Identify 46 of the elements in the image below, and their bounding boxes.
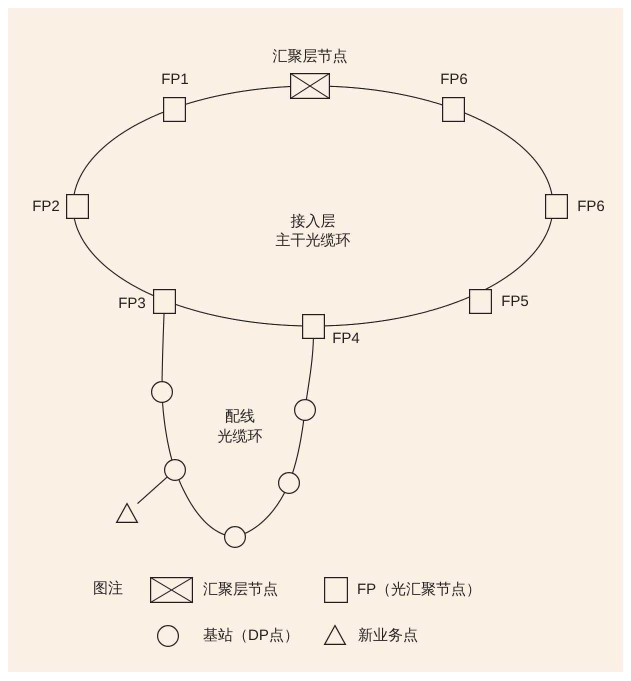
cable-line (324, 296, 470, 326)
cable-line (244, 492, 285, 534)
legend-label: 基站（DP点） (203, 627, 299, 645)
cable-line (306, 338, 314, 400)
square-node (545, 194, 568, 219)
node-label: FP6 (577, 198, 605, 216)
cable-line (185, 86, 290, 105)
cable-line (292, 420, 304, 474)
node-label: FP1 (161, 71, 189, 89)
node-label: FP4 (332, 330, 360, 348)
legend-label: 汇聚层节点 (203, 581, 278, 599)
crossed-square-node (290, 73, 330, 99)
cable-line (162, 402, 172, 460)
cable-line (74, 218, 154, 296)
square-node (163, 97, 186, 122)
circle-node (151, 381, 173, 403)
ring-label: 主干光缆环 (276, 232, 350, 250)
cable-line (178, 480, 225, 536)
legend-title: 图注 (93, 580, 123, 598)
node-label: FP6 (440, 71, 468, 89)
node-label: 汇聚层节点 (272, 48, 348, 66)
ring-label: 配线 (225, 408, 255, 426)
square-node (66, 194, 89, 219)
cable-line (485, 218, 552, 290)
cable-line (464, 112, 552, 195)
cable-line (175, 304, 303, 326)
circle-node (224, 526, 246, 548)
ring-label: 接入层 (290, 213, 336, 231)
cable-line (137, 476, 168, 504)
square-node (302, 314, 325, 339)
circle-node (164, 459, 186, 481)
ring-label: 光缆环 (218, 428, 262, 446)
node-label: FP2 (32, 198, 60, 216)
square-node (469, 289, 492, 314)
legend-label: 新业务点 (358, 627, 418, 645)
square-node (153, 289, 176, 314)
cable-line (329, 86, 443, 106)
node-label: FP3 (118, 295, 146, 313)
legend-label: FP（光汇聚节点） (357, 581, 482, 599)
node-label: FP5 (501, 293, 529, 311)
square-node (442, 97, 465, 122)
circle-node (278, 472, 300, 494)
triangle-node (116, 503, 138, 523)
circle-node (294, 399, 316, 421)
cable-line (74, 112, 164, 195)
cable-line (162, 313, 165, 382)
